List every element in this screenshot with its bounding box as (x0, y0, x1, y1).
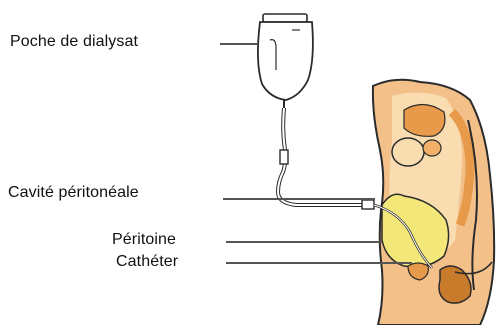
body-figure (373, 80, 494, 325)
leader-line-bag (220, 43, 258, 45)
label-catheter: Cathéter (116, 253, 178, 271)
label-dialysate-bag: Poche de dialysat (10, 33, 138, 51)
label-peritoneum: Péritoine (112, 231, 176, 249)
label-peritoneal-cavity: Cavité péritonéale (8, 184, 139, 202)
dialysate-bag-icon (258, 14, 313, 108)
leader-line-catheter (226, 262, 412, 264)
leader-line-cavity (223, 198, 375, 200)
leader-line-peritoneum (226, 241, 382, 243)
